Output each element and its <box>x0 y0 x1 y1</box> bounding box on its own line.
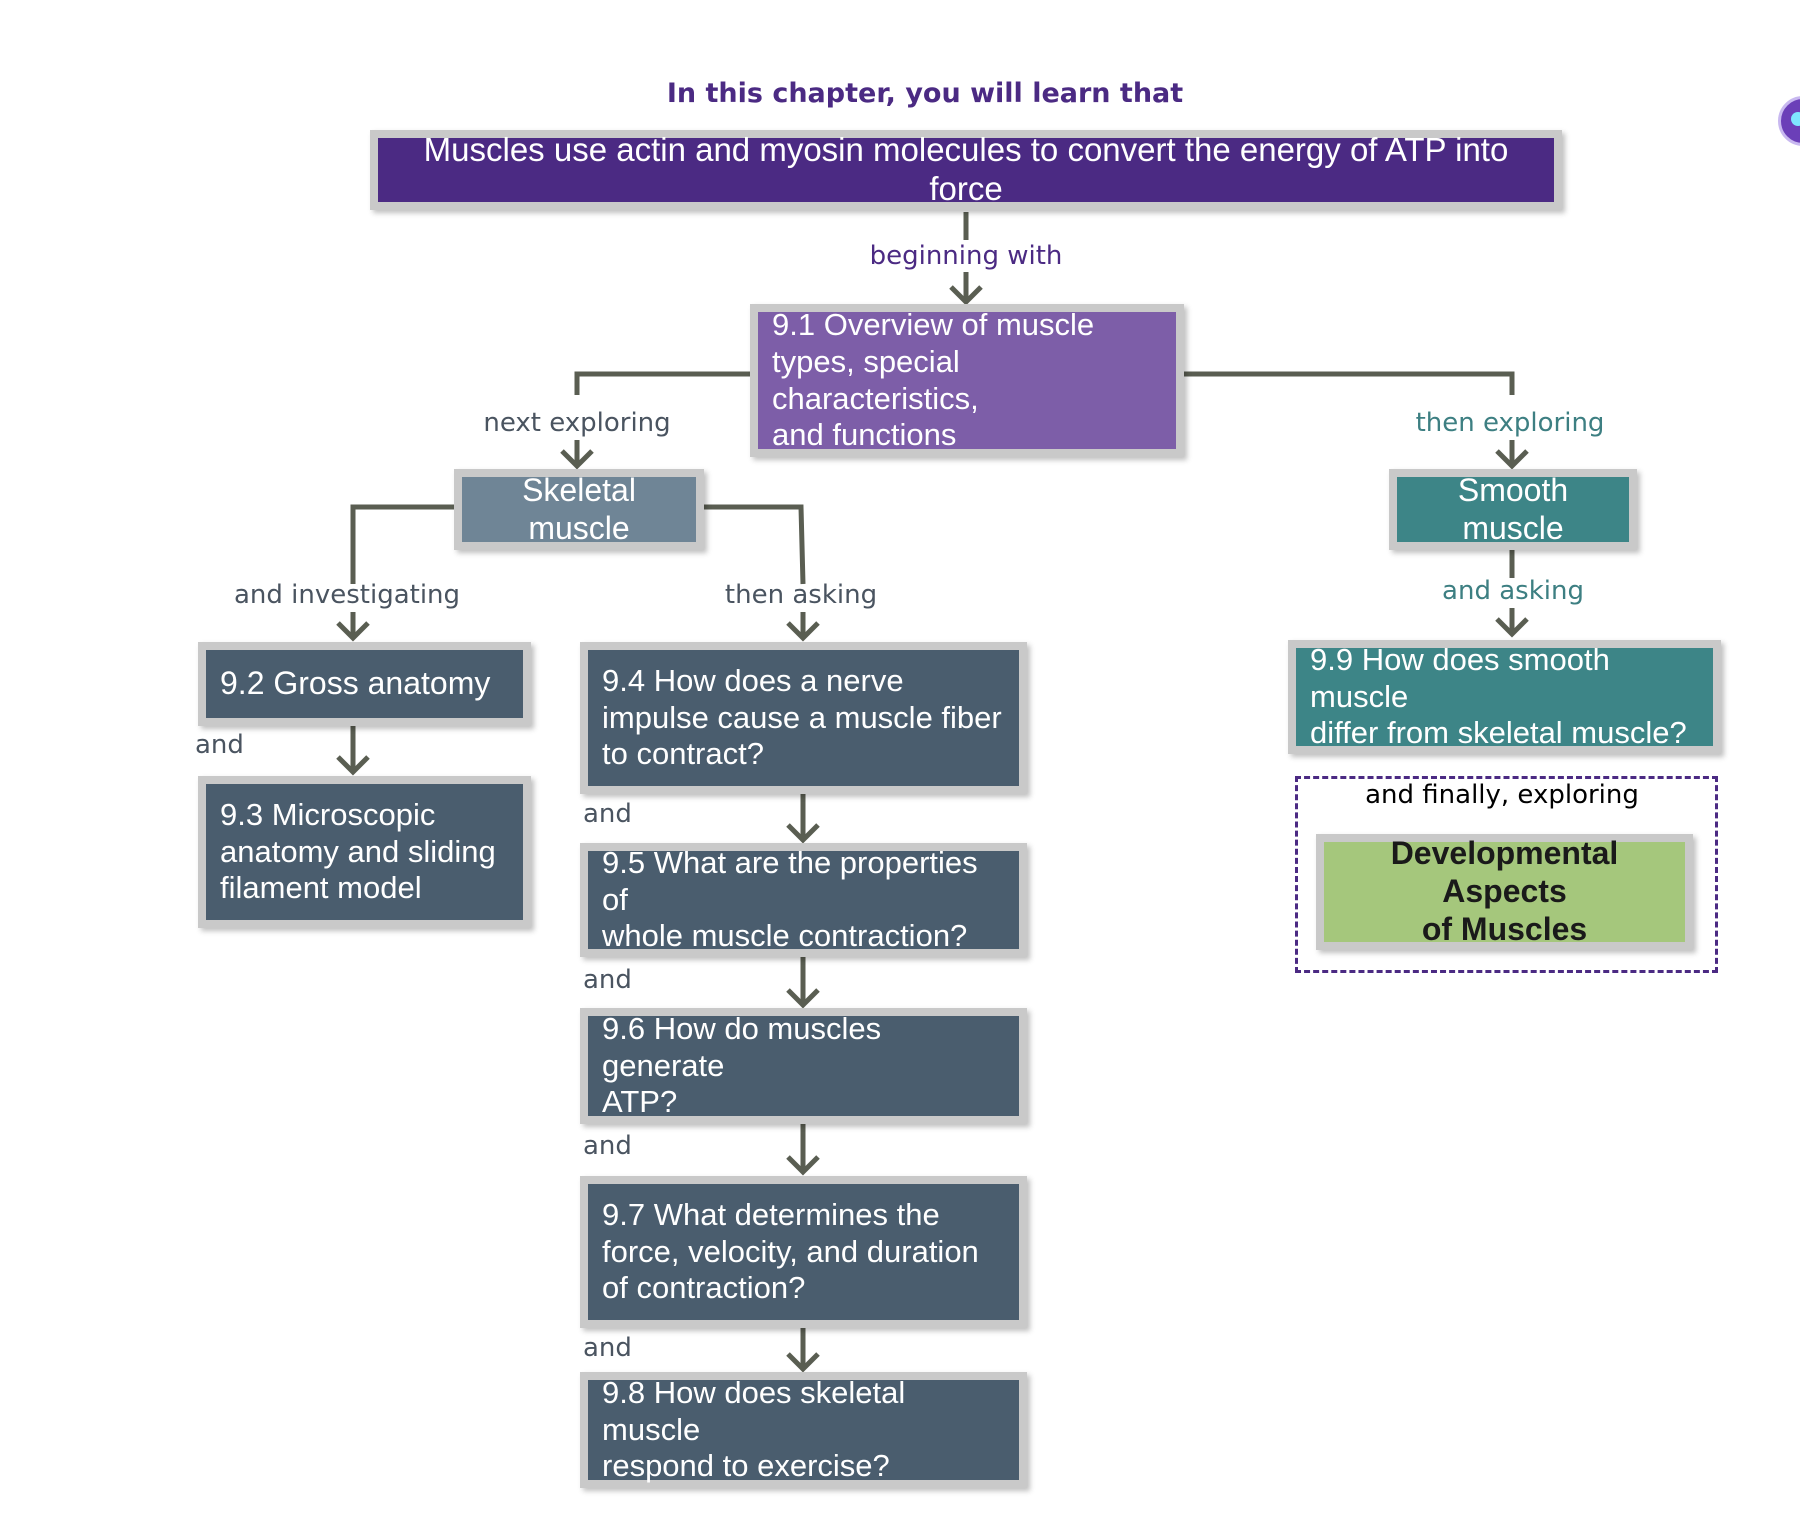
arrowhead-to-9-3 <box>336 755 370 776</box>
smooth-muscle-text: Smooth muscle <box>1457 471 1569 546</box>
section-9-9-line: 9.9 How does smooth muscle <box>1310 642 1610 714</box>
arrowhead-to-9-8 <box>786 1352 820 1373</box>
section-9-4-line: impulse cause a muscle fiber <box>602 699 1002 735</box>
label-and: and <box>195 730 244 760</box>
label-and: and <box>583 1333 632 1363</box>
main-concept-text: Muscles use actin and myosin molecules t… <box>423 131 1509 207</box>
skeletal-muscle-box: Skeletal muscle <box>454 469 704 550</box>
section-9-2-text: 9.2 Gross anatomy <box>220 665 491 702</box>
arrowhead-to-9-7 <box>786 1155 820 1176</box>
section-9-6-line: ATP? <box>602 1084 678 1120</box>
section-9-2-box: 9.2 Gross anatomy <box>198 642 531 726</box>
skeletal-muscle-text: Skeletal muscle <box>522 471 636 546</box>
section-9-1-box: 9.1 Overview of muscle types, special ch… <box>750 304 1184 457</box>
section-9-5-box: 9.5 What are the properties of whole mus… <box>580 843 1027 957</box>
arrowhead-to-9-5 <box>786 823 820 844</box>
developmental-aspects-box: Developmental Aspects of Muscles <box>1316 834 1693 950</box>
label-and-investigating: and investigating <box>233 580 461 610</box>
smooth-muscle-box: Smooth muscle <box>1389 469 1637 550</box>
section-9-1-line: 9.1 Overview of muscle <box>772 307 1095 343</box>
section-9-7-line: force, velocity, and duration <box>602 1233 979 1269</box>
main-concept-box: Muscles use actin and myosin molecules t… <box>370 130 1562 210</box>
section-9-1-line: and functions <box>772 417 957 453</box>
section-9-5-line: whole muscle contraction? <box>602 918 968 954</box>
final-dashed-frame <box>1295 776 1718 973</box>
label-and-finally: and finally, exploring <box>1365 780 1639 810</box>
developmental-line: of Muscles <box>1421 910 1588 947</box>
section-9-3-box: 9.3 Microscopic anatomy and sliding fila… <box>198 776 531 928</box>
section-9-4-line: 9.4 How does a nerve <box>602 663 904 699</box>
section-9-4-line: to contract? <box>602 736 764 772</box>
connector-skeletal-to-9-2 <box>350 504 454 584</box>
arrowhead-to-smooth <box>1495 449 1529 470</box>
section-9-9-box: 9.9 How does smooth muscle differ from s… <box>1288 640 1721 754</box>
arrowhead-to-9-9 <box>1495 617 1529 638</box>
section-9-8-line: respond to exercise? <box>602 1448 890 1484</box>
connector-skeletal-to-9-4 <box>704 504 806 585</box>
label-then-asking: then asking <box>724 580 878 610</box>
connector-overview-to-smooth <box>1184 371 1515 395</box>
section-9-7-line: 9.7 What determines the <box>602 1197 940 1233</box>
section-9-6-box: 9.6 How do muscles generate ATP? <box>580 1008 1027 1124</box>
arrowhead-to-skeletal <box>560 449 594 470</box>
section-9-4-box: 9.4 How does a nerve impulse cause a mus… <box>580 642 1027 794</box>
arrowhead-to-9-4 <box>786 621 820 642</box>
section-9-8-box: 9.8 How does skeletal muscle respond to … <box>580 1372 1027 1488</box>
section-9-5-line: 9.5 What are the properties of <box>602 845 978 917</box>
section-9-3-line: 9.3 Microscopic <box>220 797 436 833</box>
label-and-asking: and asking <box>1442 576 1584 606</box>
section-9-3-line: filament model <box>220 870 422 906</box>
section-9-7-box: 9.7 What determines the force, velocity,… <box>580 1176 1027 1328</box>
label-next-exploring: next exploring <box>483 408 671 438</box>
chapter-heading: In this chapter, you will learn that <box>666 78 1184 109</box>
arrowhead-to-9-6 <box>786 988 820 1009</box>
developmental-line: Developmental Aspects <box>1390 835 1619 910</box>
label-and: and <box>583 1131 632 1161</box>
section-9-6-line: 9.6 How do muscles generate <box>602 1011 882 1083</box>
label-and: and <box>583 799 632 829</box>
label-and: and <box>583 965 632 995</box>
section-9-8-line: 9.8 How does skeletal muscle <box>602 1375 906 1447</box>
section-9-7-line: of contraction? <box>602 1270 806 1306</box>
arrowhead-to-9-2 <box>336 621 370 642</box>
arrowhead-to-overview <box>949 285 983 306</box>
section-9-1-line: types, special characteristics, <box>772 343 979 416</box>
section-9-3-line: anatomy and sliding <box>220 833 496 869</box>
label-then-exploring: then exploring <box>1415 408 1605 438</box>
section-9-9-line: differ from skeletal muscle? <box>1310 715 1687 751</box>
connector-overview-to-skeletal <box>574 371 750 395</box>
label-beginning-with: beginning with <box>869 241 1063 271</box>
